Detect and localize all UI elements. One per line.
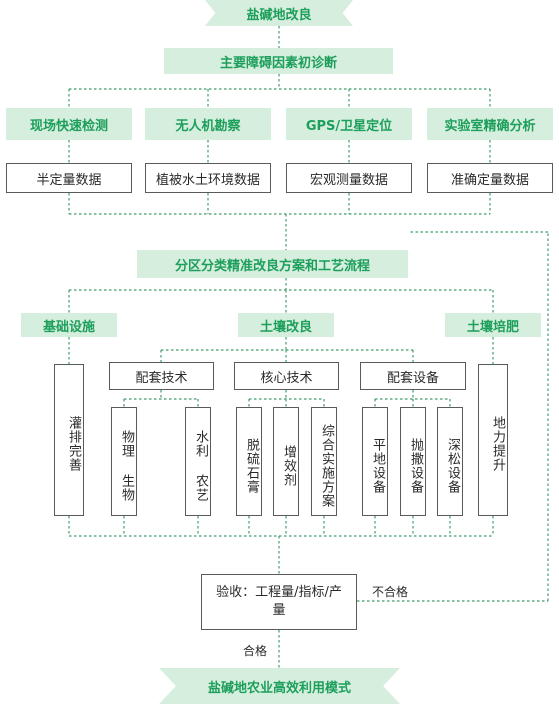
diagnosis-box: 主要障碍因素初诊断 [164,48,393,74]
core-item-enhancer: 增效剂 [273,407,299,516]
group-core-tech: 核心技术 [234,362,339,390]
tech-item-physical-bio: 物理 生物 [111,407,137,516]
plan-box: 分区分类精准改良方案和工艺流程 [137,250,408,278]
category-infrastructure: 基础设施 [21,313,117,337]
group-support-tech: 配套技术 [109,362,214,390]
equip-item-leveling: 平地设备 [362,407,388,516]
category-soil-improve: 土壤改良 [238,313,334,337]
data-box-macro: 宏观测量数据 [286,163,412,193]
method-box-onsite: 现场快速检测 [6,108,132,140]
tech-item-water-agri: 水利 农艺 [185,407,211,516]
core-item-plan: 综合实施方案 [311,407,337,516]
data-box-quant: 准确定量数据 [427,163,553,193]
core-item-gypsum: 脱硫石膏 [236,407,262,516]
title-bottom: 盐碱地农业高效利用模式 [159,668,400,704]
method-box-gps: GPS/卫星定位 [286,108,412,140]
acceptance-box: 验收：工程量/指标/产量 [201,574,357,630]
method-box-lab: 实验室精确分析 [427,108,553,140]
group-support-equip: 配套设备 [360,362,466,390]
method-box-drone: 无人机勘察 [145,108,271,140]
category-soil-fertility: 土壤培肥 [445,313,541,337]
equip-item-subsoiling: 深松设备 [437,407,463,516]
data-box-vegetation: 植被水土环境数据 [145,163,271,193]
equip-item-spreading: 抛撒设备 [400,407,426,516]
pass-label: 合格 [243,644,268,658]
infra-item-box: 灌排完善 [54,364,84,516]
title-top: 盐碱地改良 [205,0,353,26]
fertility-item-box: 地力提升 [478,364,508,516]
data-box-semi: 半定量数据 [6,163,132,193]
fail-label: 不合格 [372,585,409,599]
